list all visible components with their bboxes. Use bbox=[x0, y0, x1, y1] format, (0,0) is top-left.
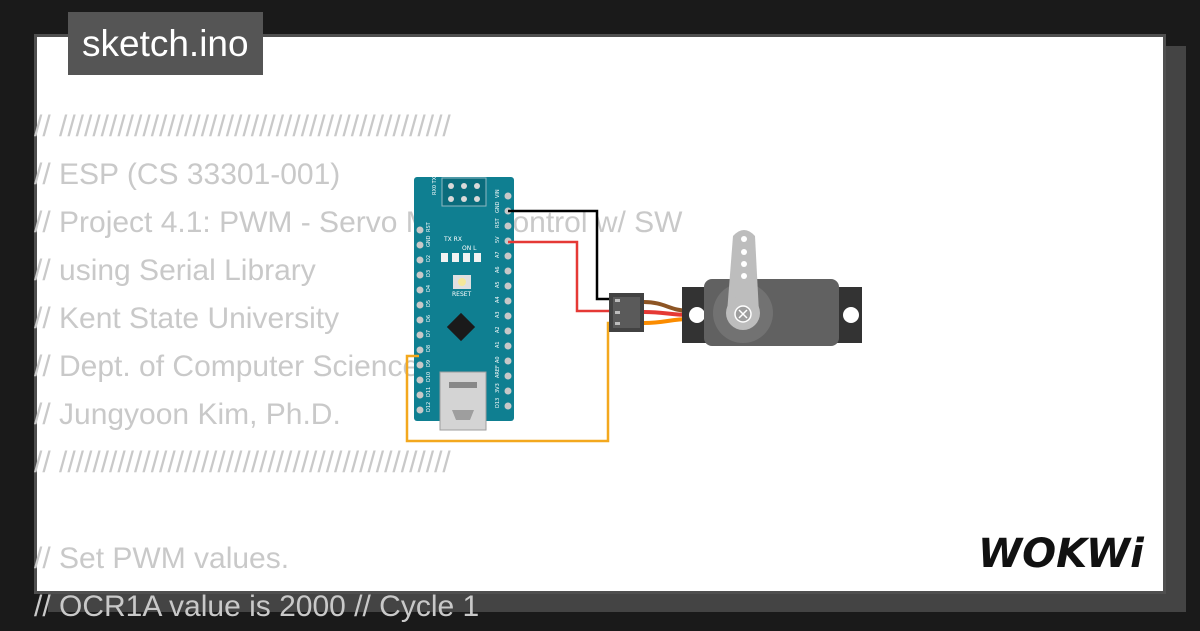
usb-port-tongue bbox=[452, 410, 474, 420]
reset-button-cap bbox=[458, 278, 466, 286]
servo-mount-hole-left bbox=[689, 307, 705, 323]
pin-a0[interactable] bbox=[504, 357, 512, 365]
usb-port-slot bbox=[449, 382, 477, 388]
code-line: // Set PWM values. bbox=[34, 542, 290, 575]
pin-label: D12 bbox=[426, 402, 432, 412]
pin-a6[interactable] bbox=[504, 267, 512, 275]
file-title: sketch.ino bbox=[68, 12, 263, 75]
pin-d10[interactable] bbox=[416, 376, 424, 384]
pin-label: A4 bbox=[495, 296, 501, 303]
wire-signal bbox=[405, 321, 612, 443]
servo-connector-pins bbox=[615, 299, 620, 325]
nano-pcb bbox=[414, 177, 514, 421]
servo-horn bbox=[727, 230, 759, 313]
servo-horn-holes bbox=[741, 236, 747, 279]
pin-a3[interactable] bbox=[504, 312, 512, 320]
pin-label: D6 bbox=[426, 315, 432, 322]
led-row bbox=[441, 253, 481, 262]
preview-card bbox=[34, 34, 1166, 594]
pin-d8[interactable] bbox=[416, 346, 424, 354]
pin-label: D5 bbox=[426, 300, 432, 307]
pin-label: RST bbox=[495, 217, 501, 228]
pin-d13[interactable] bbox=[504, 402, 512, 410]
rx-tx-label: RX0 TX1 bbox=[432, 174, 438, 195]
code-line: // Dept. of Computer Science bbox=[34, 350, 420, 383]
wire-power bbox=[508, 240, 612, 313]
pin-label: GND bbox=[426, 235, 432, 247]
pin-d12[interactable] bbox=[416, 406, 424, 414]
wire-gnd bbox=[508, 209, 612, 301]
pin-d7[interactable] bbox=[416, 331, 424, 339]
pin-label: A7 bbox=[495, 251, 501, 258]
servo-motor[interactable] bbox=[609, 230, 862, 346]
pin-a2[interactable] bbox=[504, 327, 512, 335]
pin-label: AREF bbox=[495, 365, 501, 378]
icsp-pins bbox=[448, 183, 480, 202]
pin-rst[interactable] bbox=[416, 226, 424, 234]
pin-label: D10 bbox=[426, 372, 432, 382]
code-line: // /////////////////////////////////////… bbox=[34, 110, 451, 143]
pin-label: A6 bbox=[495, 266, 501, 273]
pin-label: GND bbox=[495, 201, 501, 213]
pin-d9[interactable] bbox=[416, 361, 424, 369]
pin-a7[interactable] bbox=[504, 252, 512, 260]
pin-vin[interactable] bbox=[504, 192, 512, 200]
pin-label: D3 bbox=[426, 270, 432, 277]
pin-d11[interactable] bbox=[416, 391, 424, 399]
pin-label: A0 bbox=[495, 356, 501, 363]
pin-d2[interactable] bbox=[416, 256, 424, 264]
code-line: // Kent State University bbox=[34, 302, 340, 335]
on-l-label: ON L bbox=[462, 245, 477, 252]
pin-label: A2 bbox=[495, 326, 501, 333]
pin-gnd[interactable] bbox=[416, 241, 424, 249]
tx-rx-label: TX RX bbox=[443, 236, 462, 243]
pin-label: D4 bbox=[426, 285, 432, 292]
pin-label: RST bbox=[426, 221, 432, 232]
pin-a1[interactable] bbox=[504, 342, 512, 350]
pin-d3[interactable] bbox=[416, 271, 424, 279]
pin-label: VIN bbox=[495, 189, 501, 198]
servo-mount-hole-right bbox=[843, 307, 859, 323]
pin-d6[interactable] bbox=[416, 316, 424, 324]
pin-label: D13 bbox=[495, 398, 501, 408]
pin-label: A5 bbox=[495, 281, 501, 288]
pin-label: 5V bbox=[495, 236, 501, 243]
pin-d4[interactable] bbox=[416, 286, 424, 294]
pin-label: D9 bbox=[426, 360, 432, 367]
mcu-chip bbox=[446, 312, 476, 342]
pin-label: D7 bbox=[426, 330, 432, 337]
pin-aref[interactable] bbox=[504, 372, 512, 380]
pin-label: D11 bbox=[426, 387, 432, 397]
pin-d5[interactable] bbox=[416, 301, 424, 309]
code-line: // OCR1A value is 2000 // Cycle 1 bbox=[34, 590, 480, 623]
servo-screw-cross bbox=[738, 309, 748, 319]
pin-rst[interactable] bbox=[504, 222, 512, 230]
pin-label: 3V3 bbox=[495, 383, 501, 393]
pin-label: A1 bbox=[495, 341, 501, 348]
code-line: // /////////////////////////////////////… bbox=[34, 446, 451, 479]
pin-3v3[interactable] bbox=[504, 387, 512, 395]
code-line: // Jungyoon Kim, Ph.D. bbox=[34, 398, 341, 431]
code-line: // using Serial Library bbox=[34, 254, 316, 287]
pin-a4[interactable] bbox=[504, 297, 512, 305]
code-view: // /////////////////////////////////////… bbox=[34, 103, 683, 631]
pin-label: D2 bbox=[426, 255, 432, 262]
pin-label: A3 bbox=[495, 311, 501, 318]
wokwi-logo: WOKWi bbox=[978, 531, 1145, 576]
svg-text:WOKWi: WOKWi bbox=[978, 531, 1145, 576]
pin-a5[interactable] bbox=[504, 282, 512, 290]
pin-label: D8 bbox=[426, 345, 432, 352]
code-line: // ESP (CS 33301-001) bbox=[34, 158, 341, 191]
reset-label: RESET bbox=[452, 291, 472, 298]
usb-connector bbox=[439, 371, 487, 431]
